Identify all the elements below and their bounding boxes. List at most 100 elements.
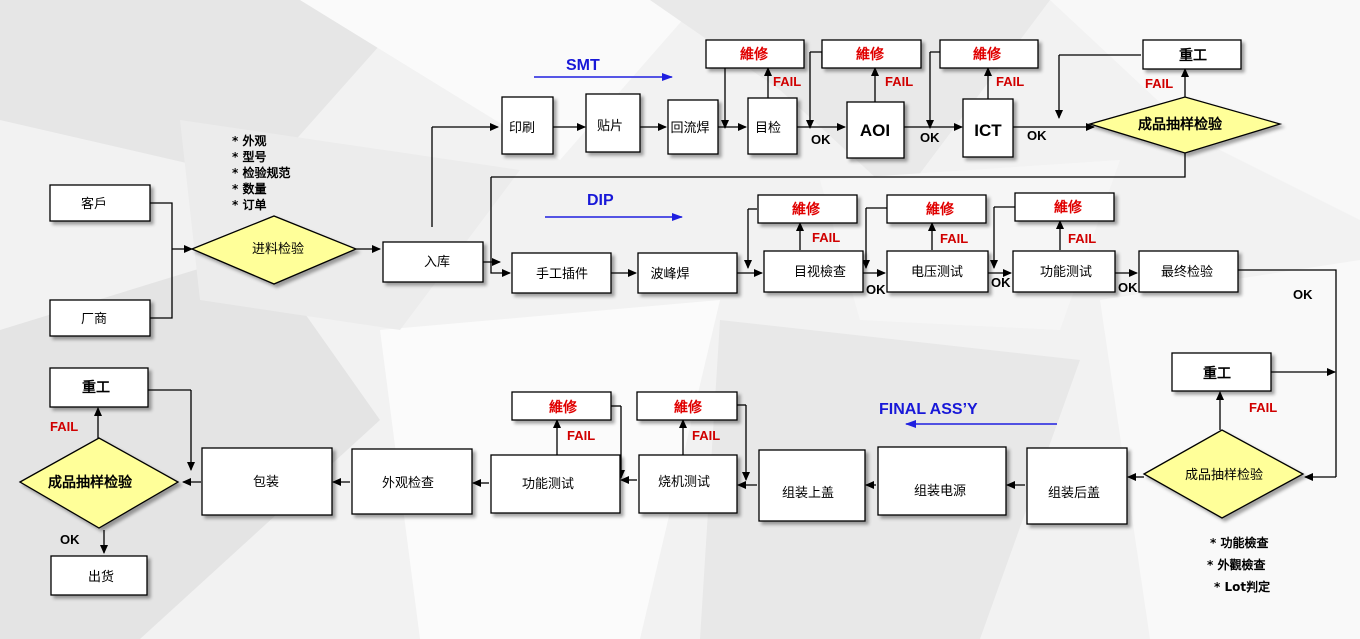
fa-note: * 外觀檢查 <box>1207 557 1266 572</box>
fail-label: FAIL <box>692 428 720 443</box>
visual-repair-label: 維修 <box>792 201 821 218</box>
burn-in-label: 烧机测试 <box>658 475 710 490</box>
intake-section: 客戶 厂商 进料检验 * 外观 * 型号 * 检验规范 * 数量 * 订单 入库 <box>49 133 484 337</box>
smt-rework-label: 重工 <box>1179 47 1207 64</box>
burn-in-repair-label: 維修 <box>674 399 703 416</box>
customer-label: 客戶 <box>81 196 107 212</box>
voltage-test-box <box>886 250 989 293</box>
ict-repair-box <box>939 39 1039 69</box>
incoming-note: * 型号 <box>232 149 266 164</box>
dip-function-test-box <box>1012 250 1116 293</box>
aoi-box <box>846 101 905 159</box>
ok-label: OK <box>1293 287 1313 302</box>
top-cover-box <box>758 449 866 522</box>
visual-repair-box <box>757 194 858 224</box>
incoming-note: * 数量 <box>232 181 266 196</box>
wave-solder-label: 波峰焊 <box>650 266 689 282</box>
smt-repair-label: 維修 <box>740 46 769 63</box>
aoi-label: AOI <box>860 121 890 140</box>
warehouse-box <box>382 241 484 283</box>
final-sample-label: 成品抽样检验 <box>48 474 133 491</box>
burn-in-repair-box <box>636 391 738 421</box>
fa-rework-label: 重工 <box>1203 365 1231 382</box>
fa-sample-inspection-diamond <box>1142 429 1305 519</box>
smt-title: SMT <box>566 57 600 74</box>
incoming-inspection-label: 进料检验 <box>252 241 304 257</box>
print-box <box>501 96 554 155</box>
visual-check-label: 目视檢查 <box>794 264 846 280</box>
vendor-box <box>49 299 151 337</box>
fail-label: FAIL <box>773 74 801 89</box>
customer-box <box>49 184 151 222</box>
final-check-label: 最终检验 <box>1161 264 1213 280</box>
packing-box <box>201 447 333 516</box>
smt-repair-box <box>705 39 805 69</box>
ok-label: OK <box>866 282 886 297</box>
voltage-repair-label: 維修 <box>926 201 955 218</box>
back-cover-box <box>1026 447 1128 525</box>
final-check-box <box>1138 250 1239 293</box>
mount-box <box>585 93 641 153</box>
appearance-box <box>351 448 473 515</box>
voltage-test-label: 电压测试 <box>911 265 963 280</box>
fail-label: FAIL <box>1249 400 1277 415</box>
back-cover-label: 组装后盖 <box>1048 486 1100 501</box>
dip-function-test-label: 功能测试 <box>1040 265 1092 280</box>
final-assembly-section: FINAL ASS’Y 重工 成品抽样检验 组装后盖 组装电源 组装上盖 烧机测… <box>18 352 1305 596</box>
incoming-note: * 外观 <box>232 133 266 148</box>
fail-label: FAIL <box>885 74 913 89</box>
connectors <box>94 51 1337 554</box>
smt-rework-box <box>1142 39 1242 70</box>
power-supply-label: 组装电源 <box>914 484 966 499</box>
final-rework-label: 重工 <box>82 379 110 396</box>
fa-note: * Lot判定 <box>1214 579 1270 594</box>
final-assy-title: FINAL ASS’Y <box>879 401 978 418</box>
manual-insert-label: 手工插件 <box>536 267 588 282</box>
fa-function-repair-box <box>511 391 612 421</box>
function-repair-box <box>1014 192 1115 222</box>
smt-final-sample-diamond <box>1087 96 1283 154</box>
dip-title: DIP <box>587 192 614 209</box>
fail-label: FAIL <box>940 231 968 246</box>
fa-sample-inspection-label: 成品抽样检验 <box>1185 467 1263 483</box>
fail-label: FAIL <box>1068 231 1096 246</box>
wave-solder-box <box>637 252 738 294</box>
burn-in-box <box>638 454 738 514</box>
print-label: 印刷 <box>509 121 535 136</box>
packing-label: 包装 <box>253 475 279 490</box>
ict-label: ICT <box>974 121 1002 140</box>
ok-label: OK <box>1027 128 1047 143</box>
ok-label: OK <box>991 275 1011 290</box>
incoming-note: * 检验规范 <box>232 165 290 180</box>
voltage-repair-box <box>886 194 987 224</box>
final-rework-box <box>49 367 149 408</box>
visual-label: 目检 <box>755 121 781 136</box>
ship-label: 出货 <box>88 569 114 585</box>
visual-check-box <box>763 250 864 293</box>
fa-notes: * 功能檢查 * 外觀檢查 * Lot判定 <box>1207 535 1270 594</box>
incoming-inspection-diamond <box>190 215 358 285</box>
fa-note: * 功能檢查 <box>1210 535 1269 550</box>
dip-section: DIP 手工插件 波峰焊 目视檢查 电压测试 功能测试 最终检验 維修 維修 維… <box>511 192 1313 302</box>
incoming-note: * 订单 <box>232 197 266 212</box>
fail-label: FAIL <box>812 230 840 245</box>
reflow-box <box>667 99 719 155</box>
warehouse-label: 入库 <box>424 254 450 270</box>
ok-label: OK <box>60 532 80 547</box>
fail-label: FAIL <box>50 419 78 434</box>
ok-label: OK <box>1118 280 1138 295</box>
ok-label: OK <box>811 132 831 147</box>
power-supply-box <box>877 446 1007 516</box>
fa-function-repair-label: 維修 <box>549 399 578 416</box>
ship-box <box>50 555 148 596</box>
mount-label: 贴片 <box>597 119 623 134</box>
function-repair-label: 維修 <box>1054 199 1083 216</box>
smt-section: SMT 印刷 贴片 回流焊 目检 AOI ICT 成品抽样检验 維修 維修 維修… <box>501 39 1283 159</box>
aoi-repair-label: 維修 <box>856 46 885 63</box>
fa-rework-box <box>1171 352 1272 392</box>
top-cover-label: 组装上盖 <box>782 486 834 501</box>
fa-function-test-box <box>490 454 621 514</box>
ict-repair-label: 維修 <box>973 46 1002 63</box>
fail-label: FAIL <box>1145 76 1173 91</box>
